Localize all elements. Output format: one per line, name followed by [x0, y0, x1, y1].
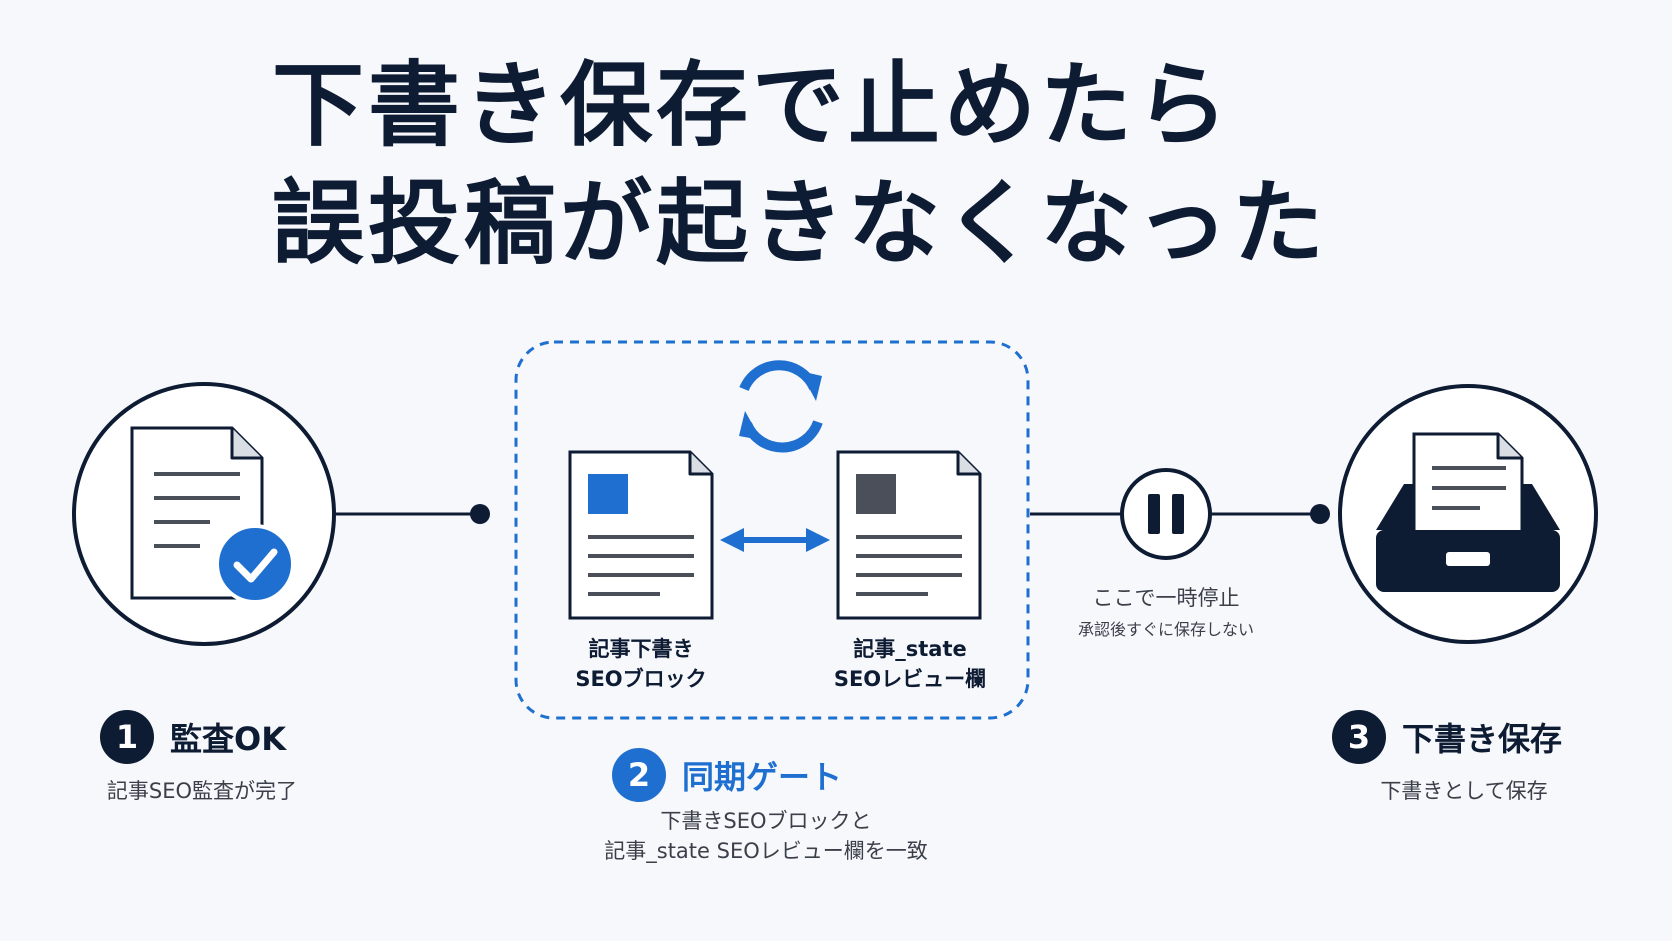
doc-left-label-line2: SEOブロック: [575, 667, 707, 692]
connector-pause-to-step3: [1210, 504, 1330, 524]
step3-heading: 3 下書き保存: [1332, 710, 1562, 764]
sync-gate-box: [514, 340, 1030, 720]
pause-label: ここで一時停止: [1092, 586, 1240, 610]
step2-description-line1: 下書きSEOブロックと: [660, 809, 872, 833]
step3-description: 下書きとして保存: [1380, 779, 1548, 803]
document-check-icon: [130, 426, 295, 604]
step1-number-badge: 1: [100, 710, 154, 764]
pause-icon: [1120, 468, 1212, 560]
step3-title: 下書き保存: [1402, 720, 1563, 758]
doc-article-state-seo-review: [836, 450, 982, 620]
step2-number-badge: 2: [612, 748, 666, 802]
doc-left-label: 記事下書き SEOブロック: [575, 634, 706, 695]
step1-title: 監査OK: [170, 720, 287, 758]
step2-heading: 2 同期ゲート: [612, 748, 842, 802]
pause-sublabel: 承認後すぐに保存しない: [1077, 620, 1255, 639]
doc-right-label-line2: SEOレビュー欄: [833, 667, 987, 692]
step2-description-line2: 記事_state SEOレビュー欄を一致: [604, 839, 928, 864]
step1-description: 記事SEO監査が完了: [106, 779, 298, 803]
headline-line-1: 下書き保存で止めたら: [272, 52, 1233, 159]
step1-circle: [72, 382, 336, 646]
step2-description: 下書きSEOブロックと 記事_state SEOレビュー欄を一致: [604, 806, 928, 867]
step1-heading: 1 監査OK: [100, 710, 286, 764]
doc-right-label-line1: 記事_state: [853, 637, 967, 661]
headline-line-2: 誤投稿が起きなくなった: [272, 170, 1329, 277]
sync-icon: [739, 360, 823, 453]
inbox-tray-icon: [1376, 432, 1560, 592]
step3-number-badge: 3: [1332, 710, 1386, 764]
step3-circle: [1338, 384, 1598, 644]
doc-left-label-line1: 記事下書き: [588, 637, 694, 661]
doc-right-label: 記事_state SEOレビュー欄: [834, 634, 986, 695]
doc-article-draft-seo-block: [568, 450, 714, 620]
step2-title: 同期ゲート: [682, 758, 843, 796]
connector-step1-to-gate: [336, 504, 490, 524]
